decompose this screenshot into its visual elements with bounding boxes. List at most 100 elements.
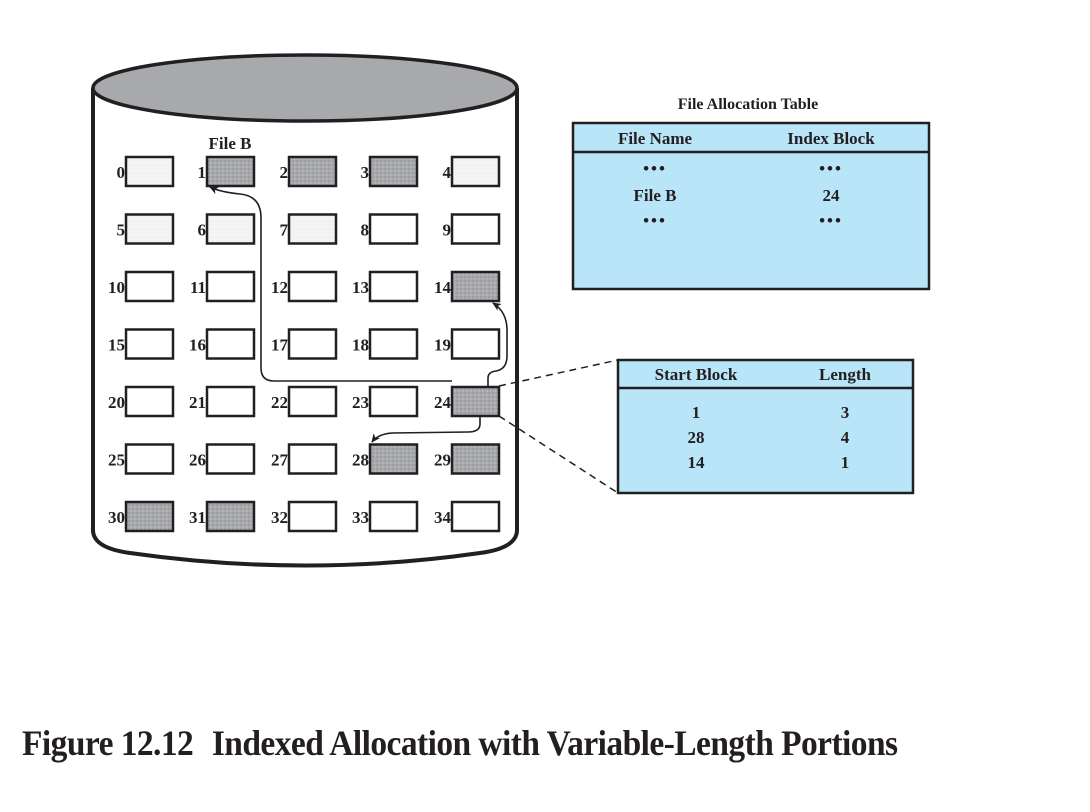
disk-block-30: 30: [108, 500, 175, 533]
block-number: 6: [198, 221, 207, 240]
block-number: 31: [189, 508, 206, 527]
disk-block-21: 21: [189, 385, 256, 418]
disk-block-26: 26: [189, 443, 256, 475]
block-number: 25: [108, 451, 125, 470]
disk-block-1: 1: [198, 155, 256, 188]
block-box: [450, 500, 501, 533]
block-number: 20: [108, 393, 125, 412]
pointer-24-to-1: [209, 186, 452, 382]
block-number: 9: [443, 221, 452, 240]
block-box: [205, 385, 256, 418]
disk-block-32: 32: [271, 500, 338, 533]
block-box: [368, 328, 419, 360]
block-box: [287, 155, 338, 188]
disk-block-10: 10: [108, 270, 175, 303]
zoom-line-top: [498, 359, 619, 387]
block-number: 30: [108, 508, 125, 527]
block-box: [287, 385, 338, 418]
block-box: [205, 270, 256, 303]
disk-block-34: 34: [434, 500, 501, 533]
fat-cell-file-name: •••: [643, 211, 667, 230]
block-number: 27: [271, 451, 289, 470]
block-number: 24: [434, 393, 452, 412]
block-number: 5: [117, 221, 126, 240]
figure-title: Indexed Allocation with Variable-Length …: [211, 723, 898, 763]
disk-block-24: 24: [434, 385, 501, 418]
block-box: [450, 385, 501, 418]
disk-block-7: 7: [280, 213, 338, 245]
disk-block-28: 28: [352, 443, 419, 475]
disk-block-33: 33: [352, 500, 419, 533]
fat-header-file-name: File Name: [618, 129, 693, 148]
index-row: 28 4: [688, 428, 850, 447]
block-box: [368, 155, 419, 188]
index-cell-length: 3: [841, 403, 850, 422]
block-number: 21: [189, 393, 206, 412]
file-b-label: File B: [209, 134, 252, 153]
fat-title: File Allocation Table: [678, 96, 818, 113]
disk-block-6: 6: [198, 213, 256, 245]
block-number: 29: [434, 451, 451, 470]
block-box: [450, 155, 501, 188]
block-box: [205, 500, 256, 533]
disk-block-27: 27: [271, 443, 338, 475]
disk-block-29: 29: [434, 443, 501, 475]
index-header-start-block: Start Block: [655, 365, 738, 384]
block-number: 34: [434, 508, 452, 527]
fat-row: ••• •••: [643, 211, 841, 230]
fat-box: [571, 121, 931, 291]
disk-block-12: 12: [271, 270, 338, 303]
block-box: [124, 443, 175, 475]
block-number: 15: [108, 336, 125, 355]
disk-block-13: 13: [352, 270, 419, 303]
disk-block-22: 22: [271, 385, 338, 418]
block-number: 4: [443, 163, 452, 182]
block-box: [450, 443, 501, 475]
block-number: 0: [117, 163, 126, 182]
block-number: 16: [189, 336, 206, 355]
pointer-arrows: [209, 186, 508, 443]
disk-block-4: 4: [443, 155, 501, 188]
fat-cell-file-name: File B: [634, 186, 677, 205]
block-number: 28: [352, 451, 369, 470]
index-cell-start-block: 14: [688, 453, 706, 472]
block-number: 8: [361, 221, 370, 240]
block-box: [124, 155, 175, 188]
block-box: [368, 270, 419, 303]
block-box: [368, 213, 419, 245]
block-number: 2: [280, 163, 289, 182]
block-box: [368, 500, 419, 533]
index-zoom-lines: [498, 359, 619, 494]
figure-caption: Figure 12.12 Indexed Allocation with Vari…: [22, 722, 1008, 764]
block-number: 33: [352, 508, 369, 527]
pointer-24-to-28: [371, 416, 481, 443]
disk-block-20: 20: [108, 385, 175, 418]
block-box: [124, 270, 175, 303]
index-cell-start-block: 28: [688, 428, 705, 447]
disk-block-25: 25: [108, 443, 175, 475]
fat-cell-index-block: •••: [819, 159, 843, 178]
disk-block-23: 23: [352, 385, 419, 418]
block-number: 10: [108, 278, 125, 297]
figure-number: Figure 12.12: [22, 723, 194, 763]
block-box: [205, 155, 256, 188]
disk-block-14: 14: [434, 270, 501, 303]
file-allocation-table: File Allocation Table File Name Index Bl…: [571, 96, 931, 291]
block-box: [205, 443, 256, 475]
index-cell-start-block: 1: [692, 403, 701, 422]
block-number: 1: [198, 163, 207, 182]
block-number: 11: [190, 278, 206, 297]
fat-row: File B 24: [634, 186, 840, 205]
block-box: [450, 328, 501, 360]
block-number: 32: [271, 508, 288, 527]
disk-block-31: 31: [189, 500, 256, 533]
block-box: [450, 270, 501, 303]
block-box: [287, 270, 338, 303]
disk-block-19: 19: [434, 328, 501, 360]
block-box: [205, 328, 256, 360]
block-number: 13: [352, 278, 369, 297]
pointer-24-to-14: [487, 302, 508, 386]
disk-block-2: 2: [280, 155, 338, 188]
index-cell-length: 4: [841, 428, 850, 447]
disk-block-3: 3: [361, 155, 419, 188]
